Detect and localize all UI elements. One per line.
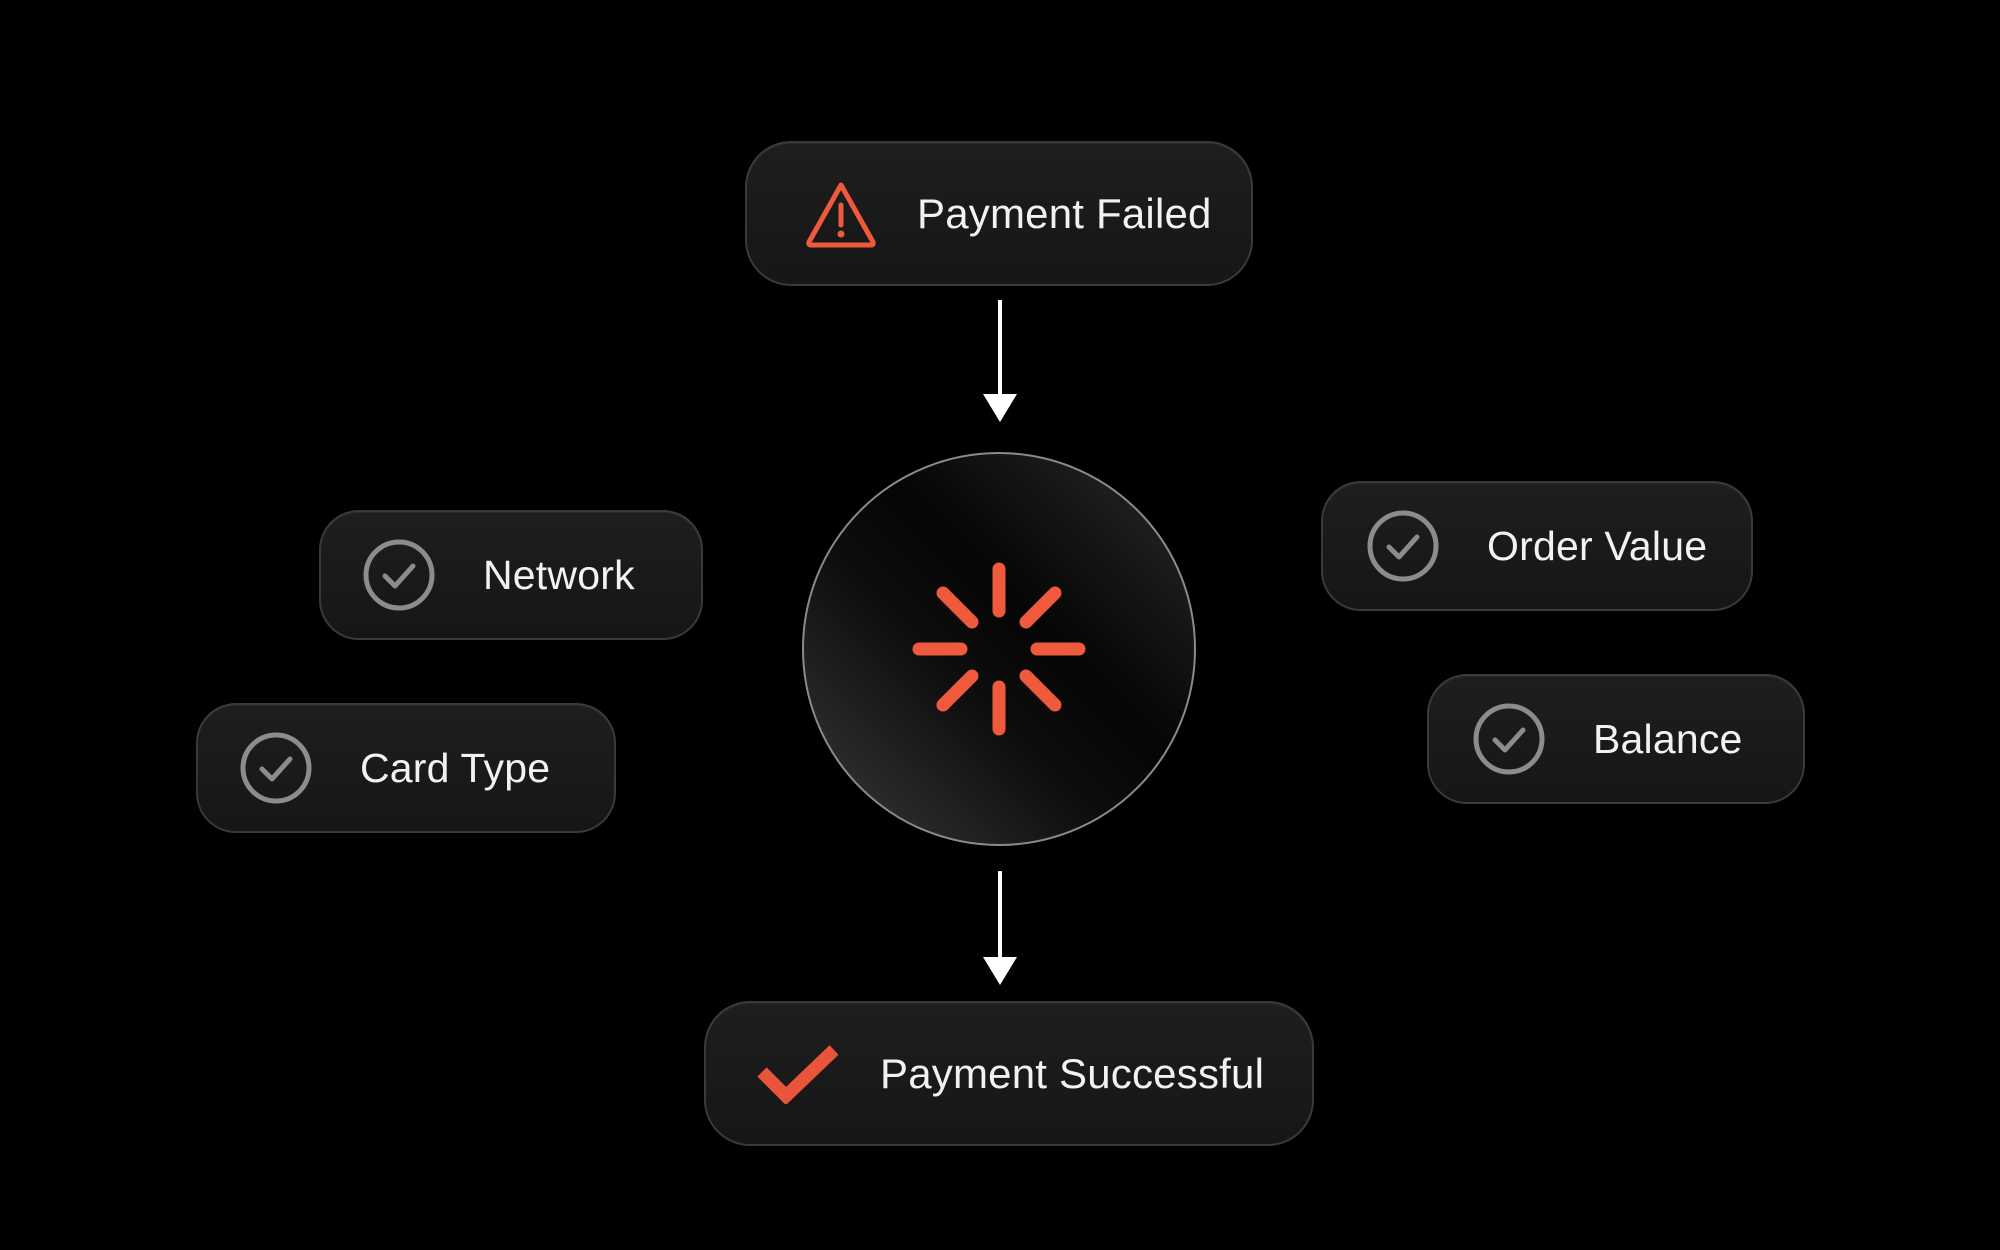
loading-spinner-icon xyxy=(912,562,1086,736)
balance-node: Balance xyxy=(1427,674,1805,804)
arrow-down-icon xyxy=(983,300,1017,422)
card-type-node: Card Type xyxy=(196,703,616,833)
network-label: Network xyxy=(483,551,635,598)
warning-triangle-icon xyxy=(806,182,876,247)
payment-successful-node: Payment Successful xyxy=(704,1001,1314,1146)
order-value-label: Order Value xyxy=(1487,522,1708,569)
payment-successful-label: Payment Successful xyxy=(880,1049,1265,1097)
processing-circle xyxy=(802,452,1196,846)
order-value-node: Order Value xyxy=(1321,481,1753,611)
check-circle-icon xyxy=(240,732,312,804)
payment-failed-node: Payment Failed xyxy=(745,141,1253,286)
check-circle-icon xyxy=(1473,703,1545,775)
network-node: Network xyxy=(319,510,703,640)
checkmark-icon xyxy=(757,1044,839,1104)
balance-label: Balance xyxy=(1593,715,1743,762)
check-circle-icon xyxy=(1367,510,1439,582)
payment-failed-label: Payment Failed xyxy=(917,189,1212,237)
check-circle-icon xyxy=(363,539,435,611)
card-type-label: Card Type xyxy=(360,744,551,791)
arrow-down-icon xyxy=(983,871,1017,985)
